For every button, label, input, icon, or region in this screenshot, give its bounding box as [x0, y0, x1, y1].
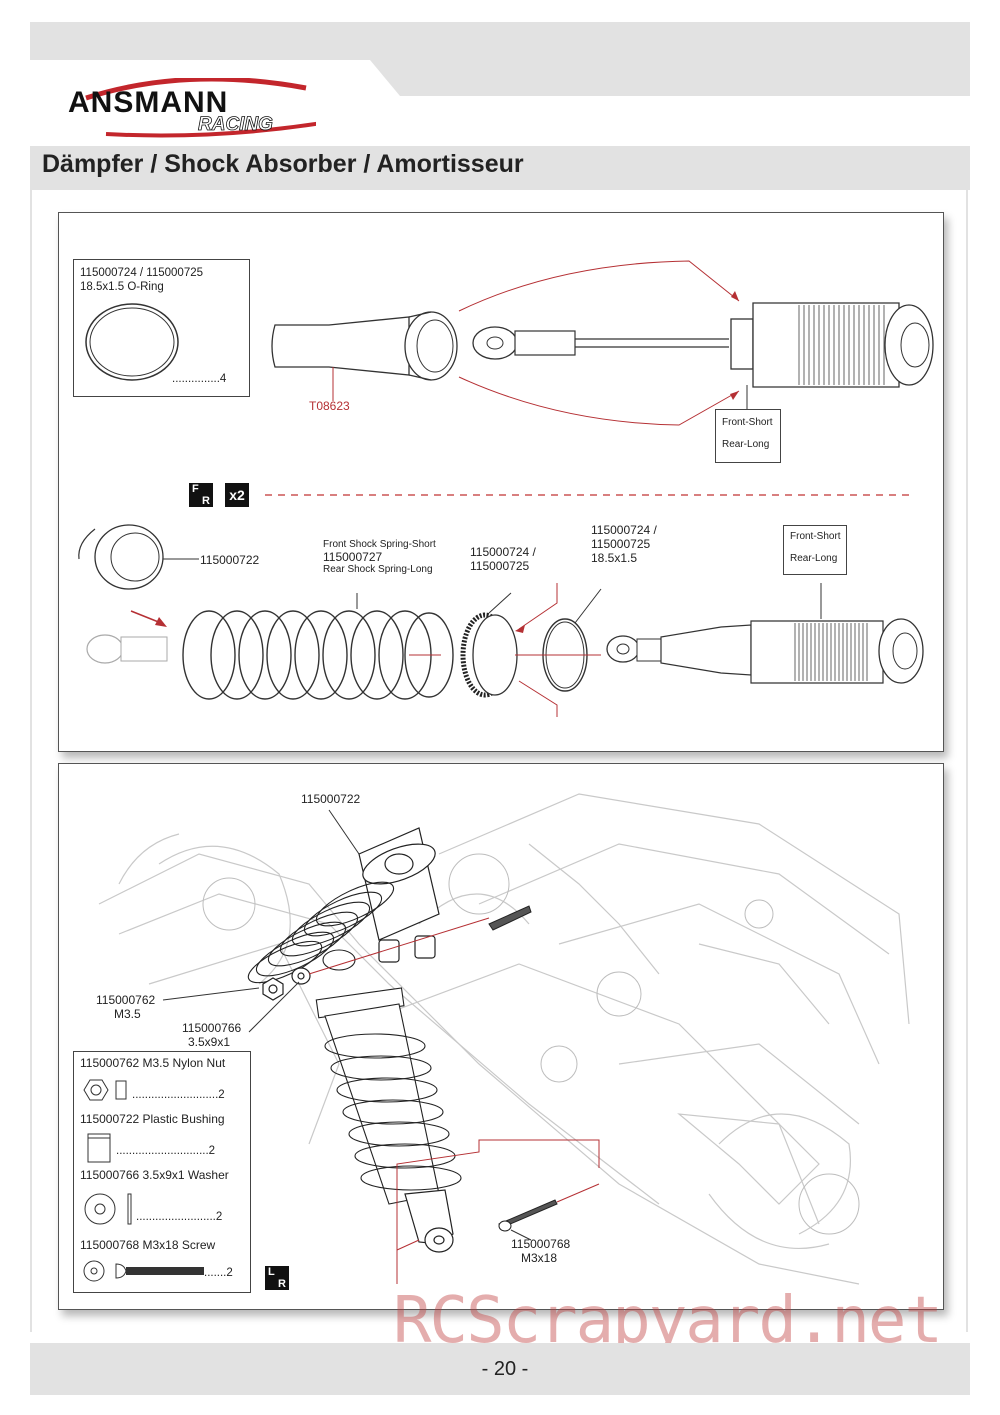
bushing-label: 115000722 — [301, 792, 361, 806]
part-item-nut: 115000762 M3.5 Nylon Nut — [80, 1056, 226, 1070]
left-right-badge: L R — [265, 1266, 289, 1290]
nylon-nut-icon — [83, 1079, 127, 1101]
oring-parts-box: 115000724 / 115000725 18.5x1.5 O-Ring ..… — [73, 259, 250, 397]
page-frame — [30, 190, 968, 1332]
part-qty-washer: .........................2 — [136, 1211, 223, 1223]
front-rear-badge: F R — [189, 483, 213, 507]
washer-label-2: 3.5x9x1 — [188, 1035, 231, 1049]
assembly-panel-bottom: 115000722 115000762 M3.5 115000766 3.5x9… — [58, 763, 944, 1310]
cap-label: 115000722 — [200, 553, 260, 567]
assembly-panel-top: 115000724 / 115000725 18.5x1.5 O-Ring ..… — [58, 212, 944, 752]
washer-label-1: 115000766 — [182, 1021, 242, 1035]
length-note-rear: Rear-Long — [722, 439, 770, 450]
tool-label: T08623 — [309, 399, 350, 413]
part-item-bushing: 115000722 Plastic Bushing — [80, 1112, 225, 1126]
spring-label-1: Front Shock Spring-Short — [323, 539, 436, 550]
plastic-bushing-icon — [87, 1133, 111, 1163]
spring-label-3: Rear Shock Spring-Long — [323, 564, 433, 575]
chassis-installation-drawing — [98, 793, 910, 1285]
quantity-badge: x2 — [225, 483, 249, 507]
collar-label-1: 115000724 / — [470, 545, 536, 559]
parts-list-box: 115000762 M3.5 Nylon Nut ...............… — [73, 1051, 251, 1293]
footer-bar — [30, 1343, 970, 1395]
step-divider — [265, 494, 915, 496]
length-note-rear-2: Rear-Long — [790, 553, 838, 564]
washer-icon — [84, 1193, 132, 1225]
collar-label-2: 115000725 — [470, 559, 530, 573]
screw-icon — [83, 1260, 204, 1282]
title-bar — [30, 146, 970, 190]
oring-label-2: 115000725 — [591, 537, 651, 551]
oring-part-desc: 18.5x1.5 O-Ring — [80, 281, 164, 293]
part-qty-screw: .......2 — [204, 1267, 233, 1279]
nut-label-2: M3.5 — [114, 1007, 141, 1021]
ansmann-racing-logo: ANSMANN RACING — [66, 76, 329, 140]
spring-assembly-drawing — [78, 524, 924, 717]
nut-label-1: 115000762 — [96, 993, 156, 1007]
header-bar — [30, 22, 970, 96]
length-note-step2: Front-Short Rear-Long — [783, 525, 847, 575]
brand-name: ANSMANN — [68, 86, 228, 119]
page-number: - 20 - — [481, 1358, 529, 1380]
length-note-front: Front-Short — [722, 417, 773, 428]
title-bar-corner — [940, 146, 970, 190]
spring-label-2: 115000727 — [323, 550, 383, 564]
shock-oring-install-drawing — [271, 260, 934, 426]
screw-label-2: M3x18 — [521, 1251, 558, 1265]
brand-sub: RACING — [198, 114, 273, 135]
part-qty-bushing: .............................2 — [116, 1145, 216, 1157]
oring-label-3: 18.5x1.5 — [591, 551, 638, 565]
screw-label-1: 115000768 — [511, 1237, 571, 1251]
oring-part-numbers: 115000724 / 115000725 — [80, 267, 204, 279]
oring-qty: ...............4 — [172, 373, 227, 385]
length-note-front-2: Front-Short — [790, 531, 841, 542]
length-note-step1: Front-Short Rear-Long — [715, 409, 781, 463]
part-qty-nut: ...........................2 — [132, 1089, 225, 1101]
section-title: Dämpfer / Shock Absorber / Amortisseur — [42, 150, 524, 178]
oring-drawing — [85, 303, 179, 381]
oring-label-1: 115000724 / — [591, 523, 657, 537]
part-item-washer: 115000766 3.5x9x1 Washer — [80, 1168, 229, 1182]
part-item-screw: 115000768 M3x18 Screw — [80, 1238, 216, 1252]
